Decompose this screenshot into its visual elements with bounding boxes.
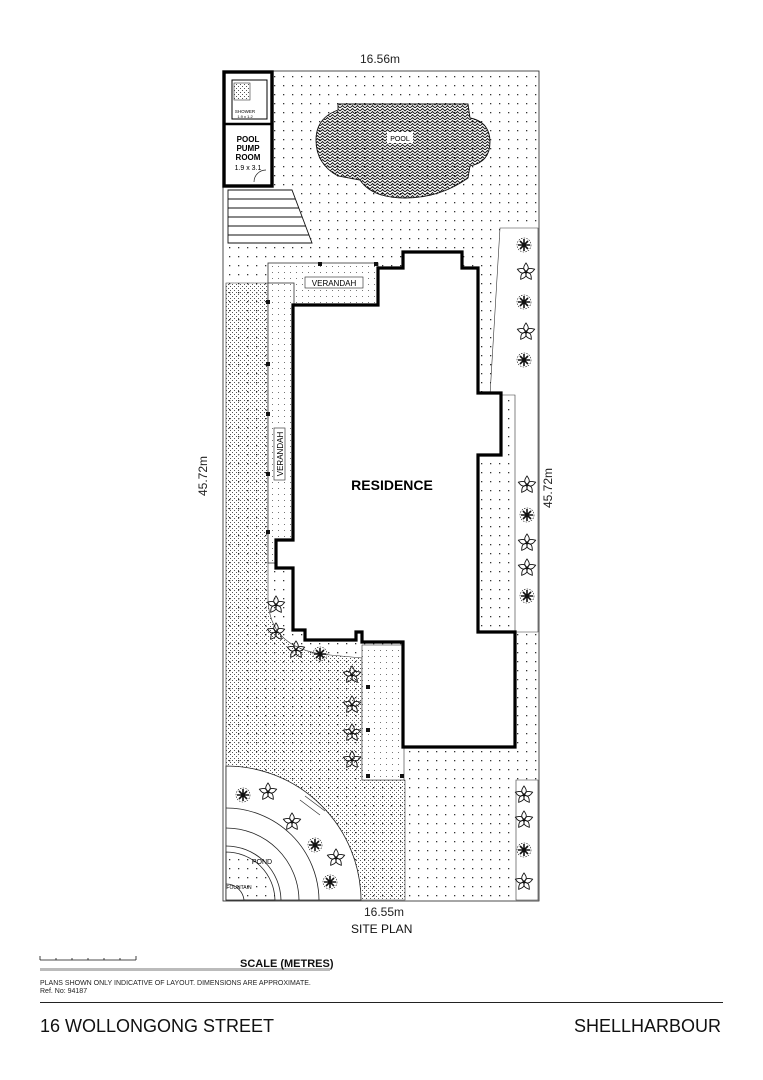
pool-label: POOL — [390, 136, 410, 143]
verandah-left-label: VERANDAH — [276, 432, 285, 477]
pool-steps — [227, 189, 313, 244]
property-suburb: SHELLHARBOUR — [573, 1016, 721, 1036]
shower-label: SHOWER — [235, 109, 256, 114]
dimension-top: 16.56m — [360, 52, 401, 66]
pond-label: POND — [252, 859, 272, 866]
pond — [225, 851, 276, 901]
dimension-right: 45.72m — [541, 467, 555, 508]
property-address: 16 WOLLONGONG STREET — [40, 1016, 275, 1036]
dimension-left: 45.72m — [196, 455, 210, 496]
paving-front — [361, 644, 405, 781]
pool-pump-room-size: 1.9 x 3.1 — [235, 165, 262, 172]
plan-title: SITE PLAN — [351, 922, 413, 936]
disclaimer: PLANS SHOWN ONLY INDICATIVE OF LAYOUT. D… — [40, 980, 311, 996]
fountain — [225, 883, 245, 901]
disclaimer-text: PLANS SHOWN ONLY INDICATIVE OF LAYOUT. D… — [40, 980, 311, 987]
shower-size: 1.9 x 1.2 — [237, 114, 253, 119]
scale-label: SCALE (METRES) — [240, 958, 334, 970]
verandah-left-deck — [267, 282, 295, 564]
pool — [315, 103, 491, 199]
residence-label: RESIDENCE — [351, 477, 433, 493]
verandah-top-label: VERANDAH — [312, 279, 357, 288]
pool-pump-room-label-3: ROOM — [236, 153, 261, 162]
scale-bar — [39, 956, 330, 971]
dimension-bottom: 16.55m — [364, 905, 405, 919]
residence-outline — [274, 250, 517, 749]
pool-pump-room-label-1: POOL — [237, 135, 260, 144]
fountain-label: FOUNTAIN — [226, 885, 252, 891]
pool-pump-room-label-2: PUMP — [236, 144, 260, 153]
footer-divider — [40, 1002, 723, 1003]
side-garden-right-lower — [515, 779, 539, 901]
reference-number: Ref. No: 94187 — [40, 988, 88, 995]
